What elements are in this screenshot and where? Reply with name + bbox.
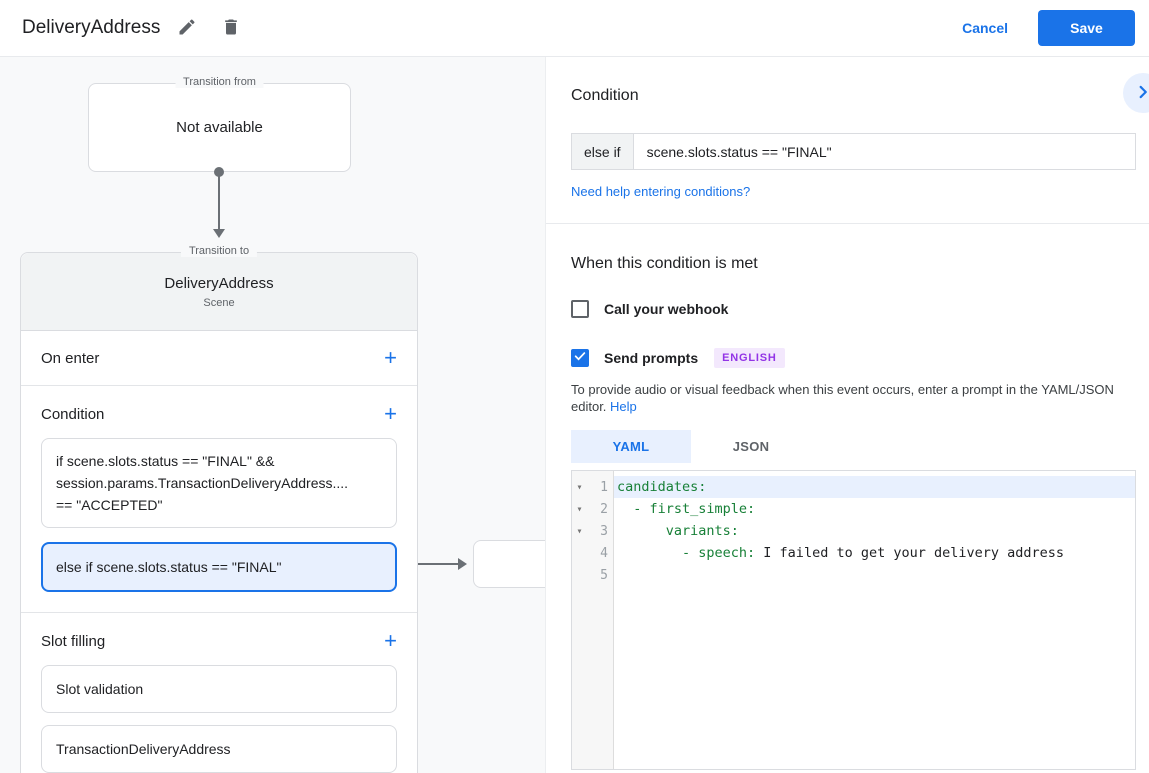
code-editor[interactable]: ▾ 1 ▾ 2 ▾ 3 4 5 <box>571 470 1136 770</box>
transition-target-box[interactable] <box>473 540 545 588</box>
scene-diagram-panel: Transition from Not available Transition… <box>0 57 546 773</box>
condition-text-line: if scene.slots.status == "FINAL" && <box>56 453 275 469</box>
yaml-value: I failed to get your delivery address <box>755 545 1065 561</box>
add-slot-button[interactable]: + <box>384 628 397 653</box>
send-prompts-row: Send prompts ENGLISH <box>571 348 1136 368</box>
code-line: variants: <box>614 520 1135 542</box>
add-condition-button[interactable]: + <box>384 401 397 426</box>
yaml-key: - speech: <box>617 545 756 561</box>
condition-item-selected[interactable]: else if scene.slots.status == "FINAL" <box>41 542 397 592</box>
condition-section: Condition + if scene.slots.status == "FI… <box>21 386 417 613</box>
save-button[interactable]: Save <box>1038 10 1135 46</box>
check-icon <box>573 349 587 368</box>
transition-from-label: Transition from <box>175 76 264 88</box>
tab-yaml[interactable]: YAML <box>571 430 691 463</box>
editor-gutter: ▾ 1 ▾ 2 ▾ 3 4 5 <box>572 471 614 769</box>
call-webhook-label: Call your webhook <box>604 301 729 317</box>
line-number: 2 <box>600 501 608 517</box>
code-line: - speech: I failed to get your delivery … <box>614 542 1135 564</box>
line-number: 3 <box>600 523 608 539</box>
transition-to-label: Transition to <box>180 245 258 257</box>
on-enter-section[interactable]: On enter + <box>21 331 417 386</box>
scene-name: DeliveryAddress <box>164 274 274 292</box>
fold-icon[interactable]: ▾ <box>576 503 583 515</box>
line-number: 4 <box>600 545 608 561</box>
condition-text-line: == "ACCEPTED" <box>56 497 163 513</box>
chevron-right-icon <box>1132 81 1149 106</box>
fold-icon[interactable]: ▾ <box>576 481 583 493</box>
tab-json[interactable]: JSON <box>732 439 770 454</box>
page-title: DeliveryAddress <box>22 17 161 38</box>
condition-text-line: session.params.TransactionDeliveryAddres… <box>56 475 349 491</box>
scene-card: Transition to DeliveryAddress Scene On e… <box>20 245 418 773</box>
panel-title: Condition <box>571 87 639 104</box>
send-prompts-label: Send prompts <box>604 350 699 366</box>
arrow-right-icon <box>458 558 467 570</box>
code-line: candidates: <box>614 476 1135 498</box>
fold-icon[interactable]: ▾ <box>576 525 583 537</box>
line-number: 1 <box>600 479 608 495</box>
prompt-description-text: To provide audio or visual feedback when… <box>571 382 1114 414</box>
call-webhook-checkbox[interactable] <box>571 300 589 318</box>
line-number: 5 <box>600 567 608 583</box>
send-prompts-checkbox[interactable] <box>571 349 589 367</box>
slot-item[interactable]: TransactionDeliveryAddress <box>41 725 397 773</box>
connector-line <box>218 172 220 230</box>
edit-button[interactable] <box>170 11 204 45</box>
transition-from-box[interactable]: Transition from Not available <box>88 76 351 172</box>
yaml-key: variants: <box>617 523 739 539</box>
yaml-key: candidates: <box>617 479 707 495</box>
condition-item[interactable]: if scene.slots.status == "FINAL" && sess… <box>41 438 397 528</box>
code-line: - first_simple: <box>614 498 1135 520</box>
condition-help-link[interactable]: Need help entering conditions? <box>571 184 751 199</box>
slot-item[interactable]: Slot validation <box>41 665 397 713</box>
arrow-down-icon <box>213 229 225 238</box>
add-on-enter-button[interactable]: + <box>384 345 397 370</box>
yaml-key: - first_simple: <box>617 501 756 517</box>
slot-filling-section: Slot filling + Slot validation Transacti… <box>21 613 417 773</box>
format-tabs: YAML JSON <box>571 430 1136 463</box>
code-line <box>614 564 1135 586</box>
collapse-panel-button[interactable] <box>1123 73 1149 113</box>
webhook-row: Call your webhook <box>571 300 1136 318</box>
prompt-description: To provide audio or visual feedback when… <box>571 381 1136 415</box>
condition-editor-panel: Condition else if scene.slots.status == … <box>546 57 1149 773</box>
editor-code-area[interactable]: candidates: - first_simple: variants: - … <box>614 471 1135 769</box>
condition-text-line: else if scene.slots.status == "FINAL" <box>56 559 282 575</box>
trash-icon <box>221 17 241 40</box>
divider <box>546 223 1149 224</box>
scene-type: Scene <box>203 296 235 309</box>
transition-from-value: Not available <box>176 119 263 136</box>
connector-line <box>401 563 458 565</box>
condition-section-title: Condition <box>41 405 105 423</box>
top-bar: DeliveryAddress Cancel Save <box>0 0 1149 57</box>
help-link[interactable]: Help <box>610 399 637 414</box>
on-enter-title: On enter <box>41 349 100 367</box>
when-condition-met-title: When this condition is met <box>571 255 758 272</box>
condition-input[interactable]: scene.slots.status == "FINAL" <box>646 143 832 160</box>
pencil-icon <box>177 17 197 40</box>
condition-input-row: else if scene.slots.status == "FINAL" <box>571 133 1136 170</box>
delete-button[interactable] <box>214 11 248 45</box>
scene-card-header[interactable]: DeliveryAddress Scene <box>21 253 417 331</box>
cancel-button[interactable]: Cancel <box>962 20 1008 36</box>
slot-filling-title: Slot filling <box>41 632 106 650</box>
condition-prefix: else if <box>572 134 634 169</box>
language-badge: ENGLISH <box>714 348 785 368</box>
